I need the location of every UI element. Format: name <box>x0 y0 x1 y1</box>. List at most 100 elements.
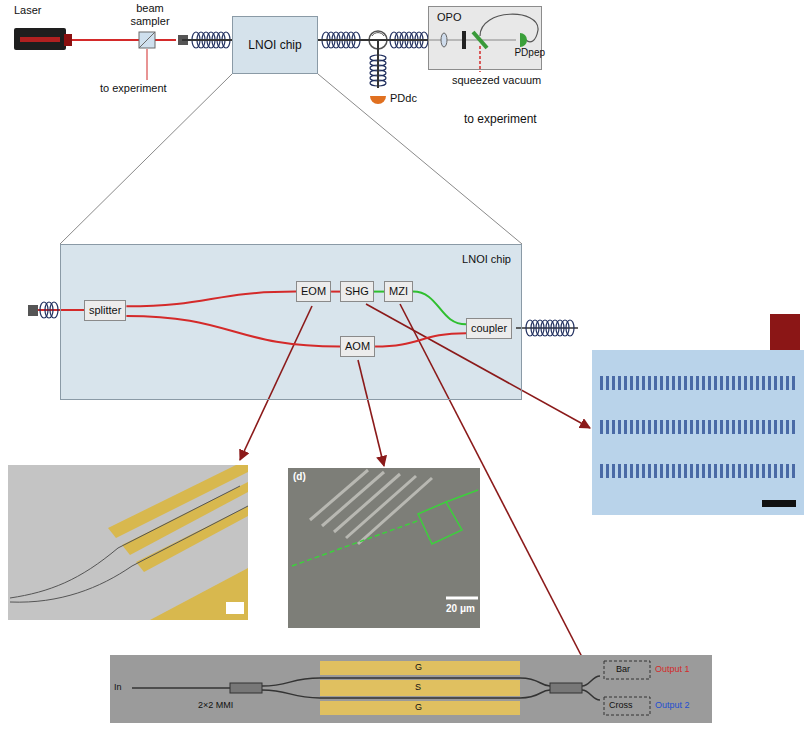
decorative-square <box>770 314 800 350</box>
component-box: splitter <box>84 300 126 321</box>
electrode <box>320 661 520 675</box>
mzi-image <box>110 655 712 723</box>
idt-finger <box>322 472 384 526</box>
electrode-label: G <box>415 702 422 713</box>
fiber-coil <box>50 302 58 318</box>
beam-sampler-diagonal <box>139 32 155 48</box>
scale-label: 20 μm <box>446 603 475 615</box>
electrode-label: S <box>415 682 421 693</box>
port-label: Cross <box>609 700 633 711</box>
chip-fill <box>232 16 318 74</box>
node-text: LNOI chip <box>248 38 301 52</box>
chip-fill <box>60 244 522 400</box>
laser-aperture <box>64 34 72 46</box>
waveguide <box>262 678 550 686</box>
optical-path <box>292 520 420 566</box>
waveguide <box>582 676 600 686</box>
connector <box>318 40 378 88</box>
node-text: Laser <box>14 4 70 17</box>
cross-box <box>604 697 650 715</box>
poling-row <box>598 464 798 478</box>
electrode-label: G <box>415 662 422 673</box>
electrode <box>150 568 248 620</box>
circulator-arrow <box>372 33 384 36</box>
zoom-line <box>318 74 522 244</box>
mmi-label: 2×2 MMI <box>198 700 233 711</box>
component-box: MZI <box>384 281 413 302</box>
waveguide <box>582 690 600 700</box>
detector-label: PDpep <box>491 47 545 63</box>
port-label: Bar <box>616 664 630 675</box>
mmi <box>550 683 582 693</box>
node-text: PDpep <box>491 47 545 59</box>
lens <box>441 33 447 47</box>
idt-finger <box>346 476 416 538</box>
zoom-line <box>60 74 232 244</box>
connector <box>72 39 118 41</box>
waveguide <box>132 687 230 689</box>
opo-fill <box>428 6 542 70</box>
connector <box>374 291 384 293</box>
opo-cavity <box>480 14 538 42</box>
poling-row <box>598 420 798 434</box>
node-text: PDdc <box>390 92 420 105</box>
scale-bar <box>446 597 478 600</box>
laser-source: Laser <box>12 4 72 54</box>
chip-box: LNOI chipsplitterEOMSHGMZIAOMcoupler <box>60 244 522 400</box>
idt-finger <box>334 474 400 532</box>
node-text: EOM <box>301 285 326 298</box>
waveguide <box>262 690 550 698</box>
node-text: splitter <box>89 304 121 317</box>
beam-sampler: beam sampler <box>118 2 182 60</box>
component-box: EOM <box>296 281 331 302</box>
component-box: AOM <box>340 336 375 357</box>
node-text: coupler <box>471 322 507 335</box>
photodetector <box>370 96 386 104</box>
photodetector <box>520 33 527 47</box>
callout-arrow <box>366 304 590 428</box>
sampled-beam <box>146 49 148 80</box>
idt-fingers <box>310 470 432 544</box>
output-label: Output 2 <box>655 700 690 711</box>
waveguide <box>10 506 248 602</box>
callout-arrow <box>240 306 312 460</box>
aom-image <box>288 468 480 628</box>
electrode <box>136 506 248 572</box>
laser-stripe <box>20 37 60 42</box>
optical-path <box>418 502 462 544</box>
shg-image <box>592 350 804 515</box>
node-text: OPO <box>437 11 533 24</box>
node-text: AOM <box>345 340 370 353</box>
output-label: Output 1 <box>655 664 690 675</box>
node-text: MZI <box>389 285 408 298</box>
opo-box: OPO PDpep <box>428 6 542 70</box>
component-box: SHG <box>340 281 374 302</box>
node-text: SHG <box>345 285 369 298</box>
laser-body <box>14 28 66 50</box>
panel-letter: (d) <box>293 471 306 483</box>
waveguide <box>10 486 240 598</box>
connector <box>126 316 340 347</box>
connector <box>375 333 466 346</box>
idt-finger <box>358 478 432 544</box>
sem-image <box>8 465 248 620</box>
photodetector: PDdc <box>366 88 422 112</box>
poling-row <box>598 376 798 390</box>
electrode <box>320 701 520 715</box>
component-box: coupler <box>466 318 512 339</box>
mmi <box>230 683 262 693</box>
fiber-connector <box>28 305 38 316</box>
squeezed-vacuum-beam <box>479 46 481 72</box>
port-label: In <box>114 682 122 693</box>
electrode <box>320 680 520 696</box>
connector <box>126 292 296 307</box>
connector <box>413 292 466 325</box>
scale-box <box>226 602 244 614</box>
callout-arrow <box>358 360 384 466</box>
connector <box>331 291 340 293</box>
connector <box>182 39 232 41</box>
